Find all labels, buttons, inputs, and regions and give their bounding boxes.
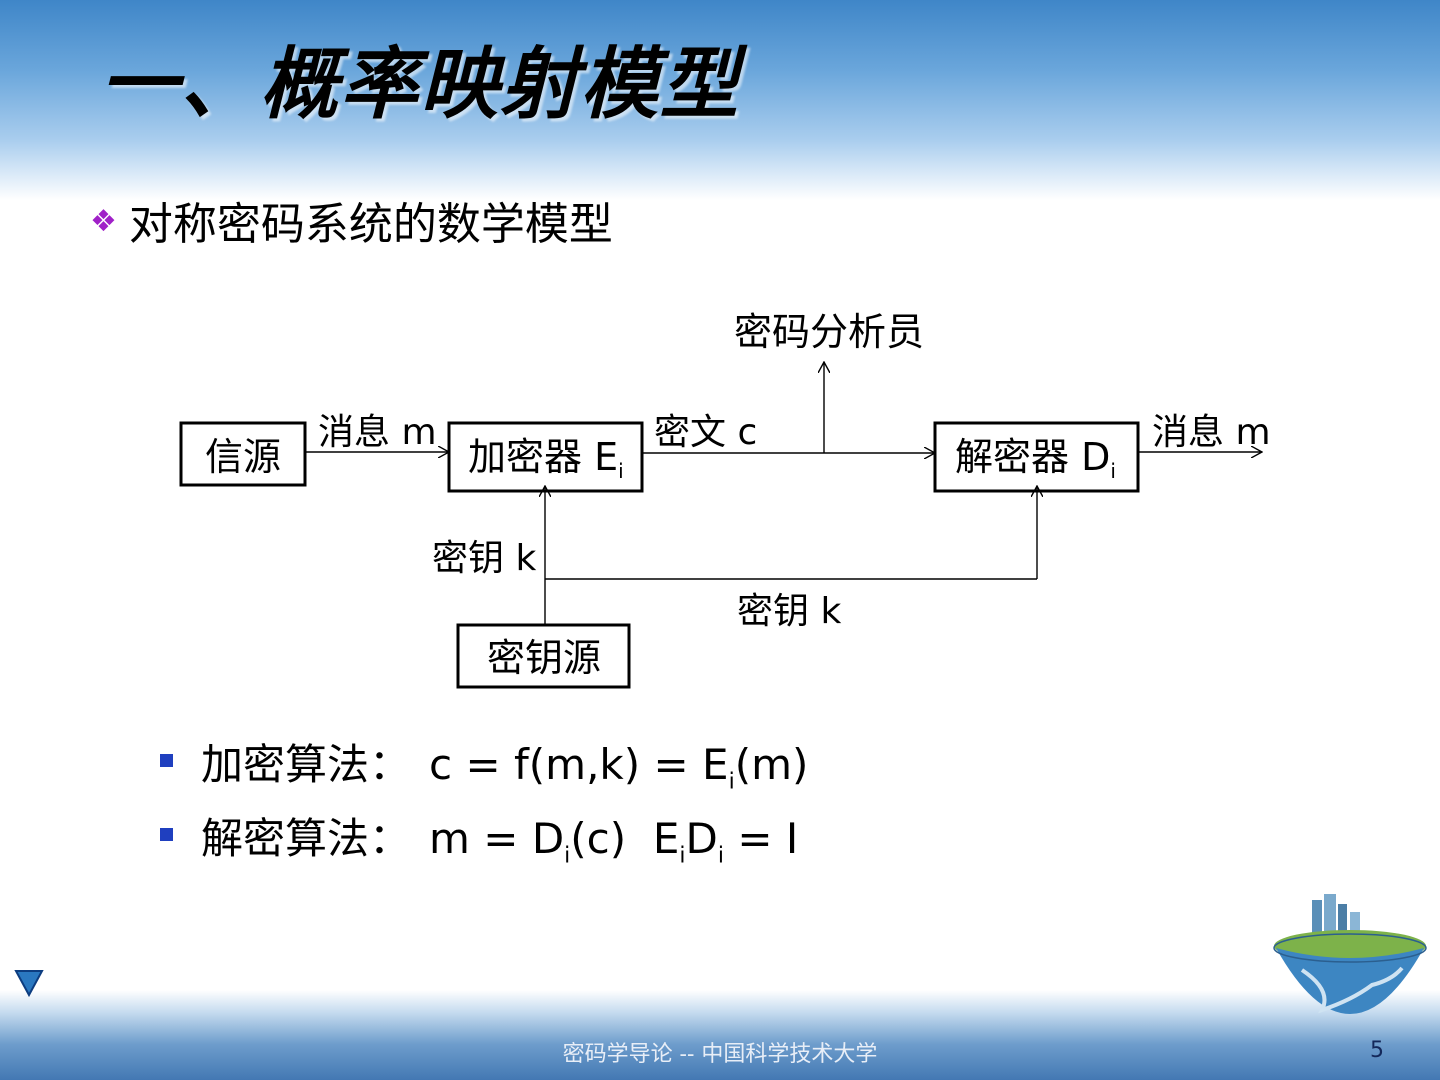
diamond-bullet-icon: ❖ — [90, 204, 117, 239]
encryptor-label: 加密器 Ei — [468, 435, 624, 483]
analyst-label: 密码分析员 — [734, 310, 924, 354]
slide-title: 一、概率映射模型 — [100, 39, 741, 130]
main-bullet: ❖ 对称密码系统的数学模型 — [90, 188, 613, 252]
globe-city-icon — [1273, 894, 1427, 1014]
message-out-label: 消息 m — [1152, 412, 1271, 453]
decryptor-box — [933, 421, 1140, 493]
nav-down-arrow-icon[interactable] — [14, 968, 44, 998]
decryptor-label: 解密器 Di — [955, 435, 1116, 483]
source-label: 信源 — [205, 435, 281, 479]
formula-text: m = Di(c) EiDi = I — [429, 814, 799, 869]
message-in-label: 消息 m — [318, 412, 437, 453]
formula-text: c = f(m,k) = Ei(m) — [429, 740, 809, 795]
list-item: 加密算法： c = f(m,k) = Ei(m) — [160, 735, 808, 809]
main-bullet-text: 对称密码系统的数学模型 — [128, 199, 613, 250]
key-source-box — [456, 623, 631, 689]
key-left-label: 密钥 k — [432, 538, 536, 579]
footer-band — [0, 990, 1440, 1080]
list-item: 解密算法： m = Di(c) EiDi = I — [160, 809, 808, 883]
formula-label: 加密算法： — [201, 740, 412, 789]
ciphertext-label: 密文 c — [654, 412, 757, 453]
source-box — [179, 421, 307, 487]
footer-text: 密码学导论 -- 中国科学技术大学 — [562, 1042, 878, 1067]
page-number: 5 — [1370, 1038, 1384, 1063]
square-bullet-icon — [160, 754, 173, 767]
encryptor-box — [447, 421, 644, 493]
key-source-label: 密钥源 — [487, 636, 601, 680]
header-band — [0, 0, 1440, 200]
formula-list: 加密算法： c = f(m,k) = Ei(m) 解密算法： m = Di(c) E… — [160, 735, 808, 883]
square-bullet-icon — [160, 828, 173, 841]
formula-label: 解密算法： — [201, 814, 412, 863]
key-bottom-label: 密钥 k — [737, 591, 841, 632]
